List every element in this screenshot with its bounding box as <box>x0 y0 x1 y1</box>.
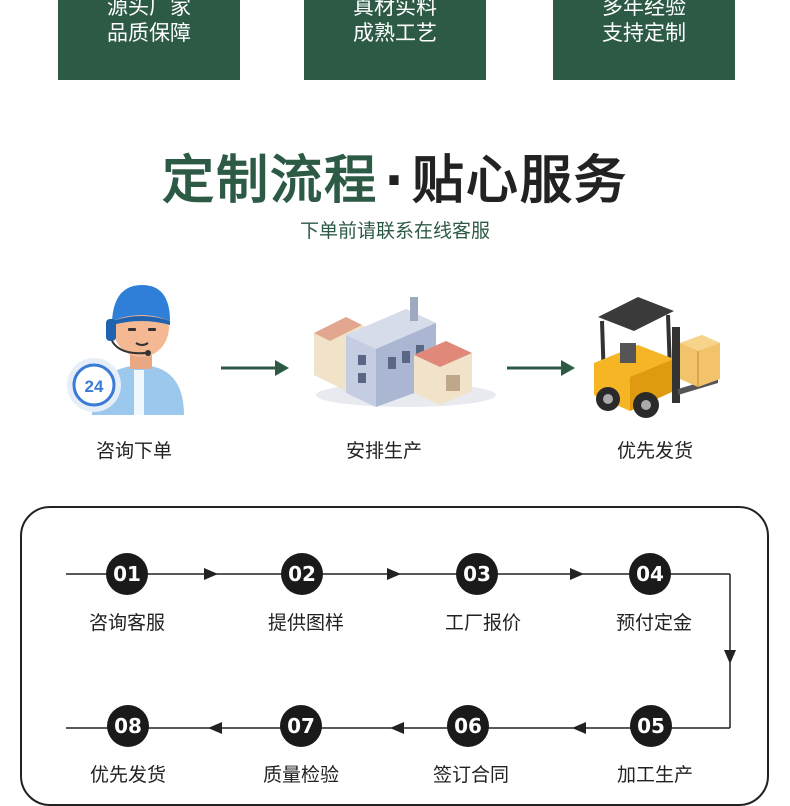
badge-line1: 真材实料 <box>353 0 437 19</box>
flow-step-label-3: 优先发货 <box>616 440 693 462</box>
flow-arrow-2 <box>507 358 577 382</box>
factory-icon <box>306 295 496 410</box>
title-part1: 定制流程 <box>162 151 379 211</box>
step-number-02: 02 <box>281 553 323 595</box>
hours-24-text: 24 <box>85 377 104 396</box>
step-label-07: 质量检验 <box>262 764 339 786</box>
step-label-05: 加工生产 <box>616 764 693 786</box>
badge-line1: 多年经验 <box>602 0 686 19</box>
step-label-01: 咨询客服 <box>88 612 165 634</box>
badge-line2: 品质保障 <box>107 21 191 45</box>
title-dot: · <box>384 151 406 211</box>
step-label-04: 预付定金 <box>615 612 692 634</box>
title-part2: 贴心服务 <box>411 151 628 211</box>
flow-arrow-1 <box>221 358 291 382</box>
badge-line2: 成熟工艺 <box>353 21 437 45</box>
badge-experience: 多年经验 支持定制 <box>553 0 735 80</box>
step-number-05: 05 <box>630 705 672 747</box>
step-number-06: 06 <box>447 705 489 747</box>
step-label-08: 优先发货 <box>89 764 166 786</box>
step-number-07: 07 <box>280 705 322 747</box>
step-number-03: 03 <box>456 553 498 595</box>
forklift-icon <box>578 293 728 423</box>
step-label-03: 工厂报价 <box>444 612 521 634</box>
flow-step-label-1: 咨询下单 <box>95 440 172 462</box>
step-label-06: 签订合同 <box>432 764 509 786</box>
badge-line1: 源头厂家 <box>107 0 191 19</box>
page-title: 定制流程·贴心服务 <box>0 138 790 213</box>
badge-source-factory: 源头厂家 品质保障 <box>58 0 240 80</box>
badge-line2: 支持定制 <box>602 21 686 45</box>
step-number-08: 08 <box>107 705 149 747</box>
step-number-01: 01 <box>106 553 148 595</box>
flow-step-label-2: 安排生产 <box>345 440 422 462</box>
badge-real-materials: 真材实料 成熟工艺 <box>304 0 486 80</box>
customer-service-agent-icon: 24 <box>62 275 192 415</box>
step-label-02: 提供图样 <box>267 612 344 634</box>
page-subtitle: 下单前请联系在线客服 <box>299 220 490 242</box>
step-number-04: 04 <box>629 553 671 595</box>
